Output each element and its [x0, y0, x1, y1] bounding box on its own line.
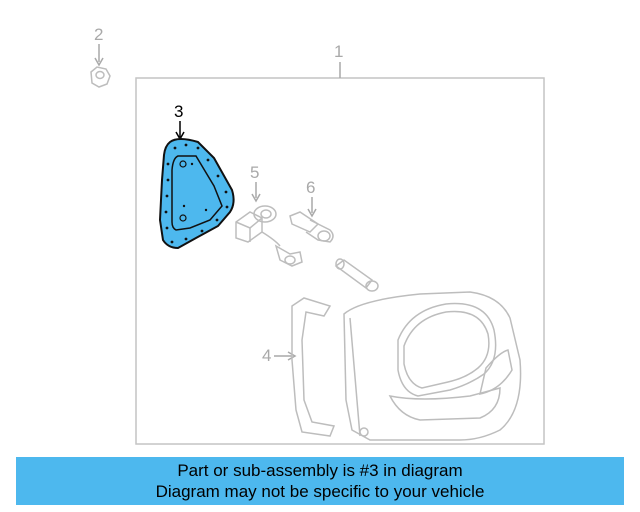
callout-4-arrow — [287, 351, 297, 361]
callout-2-arrow — [94, 57, 104, 67]
bulb-part-6[interactable] — [289, 211, 334, 243]
callout-3[interactable]: 3 — [174, 102, 183, 121]
callout-6[interactable]: 6 — [306, 178, 315, 197]
gasket-part-3[interactable] — [158, 138, 235, 250]
socket-part-5[interactable] — [235, 205, 303, 267]
banner-line-1: Part or sub-assembly is #3 in diagram — [177, 461, 463, 480]
callout-1[interactable]: 1 — [334, 42, 343, 61]
callout-2[interactable]: 2 — [94, 25, 103, 44]
callout-6-arrow — [307, 208, 317, 218]
tail-lamp-housing[interactable] — [343, 291, 522, 441]
nut-part[interactable] — [90, 66, 111, 88]
info-banner: Part or sub-assembly is #3 in diagram Di… — [16, 457, 624, 505]
callout-4[interactable]: 4 — [262, 346, 271, 365]
callout-5[interactable]: 5 — [250, 163, 259, 182]
reflector-part-4[interactable] — [291, 297, 336, 437]
banner-line-2: Diagram may not be specific to your vehi… — [155, 482, 485, 501]
small-bulb-part[interactable] — [334, 258, 379, 292]
callout-5-arrow — [251, 193, 261, 203]
assembly-frame — [135, 77, 545, 445]
